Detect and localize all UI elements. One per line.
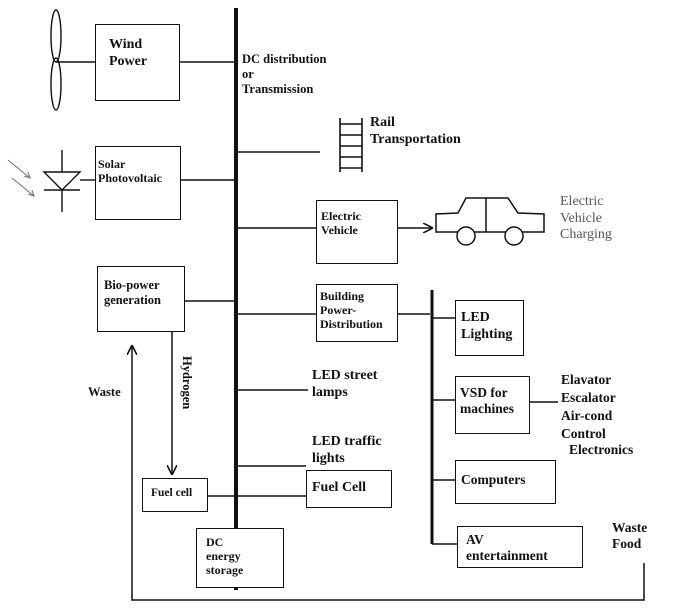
fuel-cell-big-label: Fuel Cell — [312, 480, 367, 495]
rail-track-icon — [339, 118, 363, 172]
dc-storage-label: DC energy storage — [206, 535, 244, 578]
waste-food-label: Waste Food — [612, 520, 648, 551]
control-label: Control — [561, 426, 606, 441]
computers-box — [455, 460, 556, 504]
rail-label: Rail Transportation — [370, 115, 461, 147]
car-icon — [435, 197, 545, 246]
aircond-label: Air-cond — [561, 408, 613, 423]
dc-distribution-label: DC distribution or Transmission — [242, 52, 327, 96]
solar-box — [95, 146, 181, 220]
wind-power-label: Wind Power — [109, 37, 148, 69]
wind-power-box — [95, 24, 180, 101]
av-box — [457, 526, 583, 568]
led-lighting-box — [455, 300, 524, 356]
led-traffic-label: LED traffic lights — [312, 434, 382, 466]
waste-label: Waste — [88, 385, 121, 399]
fuel-cell-small-box — [142, 478, 208, 512]
led-lighting-label: LED Lighting — [461, 310, 513, 342]
light-rays-icon — [7, 159, 35, 197]
elevator-label: Elavator — [561, 372, 612, 387]
building-label: Building Power- Distribution — [320, 289, 383, 332]
vsd-box — [455, 376, 530, 434]
vsd-label: VSD for machines — [460, 385, 514, 416]
av-label: AV entertainment — [466, 532, 548, 563]
dc-storage-box — [196, 528, 284, 588]
fuel-cell-small-label: Fuel cell — [151, 487, 193, 499]
electric-vehicle-box — [316, 200, 398, 264]
fuel-cell-big-box — [306, 470, 392, 508]
photovoltaic-diode-icon — [42, 150, 96, 212]
ev-charging-label: Electric Vehicle Charging — [560, 194, 612, 243]
hydrogen-label: Hydrogen — [180, 356, 194, 410]
solar-label: Solar Photovoltaic — [98, 157, 162, 186]
electric-vehicle-label: Electric Vehicle — [321, 209, 361, 238]
bio-power-box — [97, 266, 185, 332]
bio-power-label: Bio-power generation — [104, 278, 161, 307]
electronics-label: Electronics — [569, 442, 634, 457]
led-street-label: LED street lamps — [312, 368, 378, 400]
computers-label: Computers — [461, 472, 526, 487]
wind-turbine-icon — [50, 9, 96, 111]
building-box — [316, 284, 398, 342]
escalator-label: Escalator — [561, 390, 616, 405]
